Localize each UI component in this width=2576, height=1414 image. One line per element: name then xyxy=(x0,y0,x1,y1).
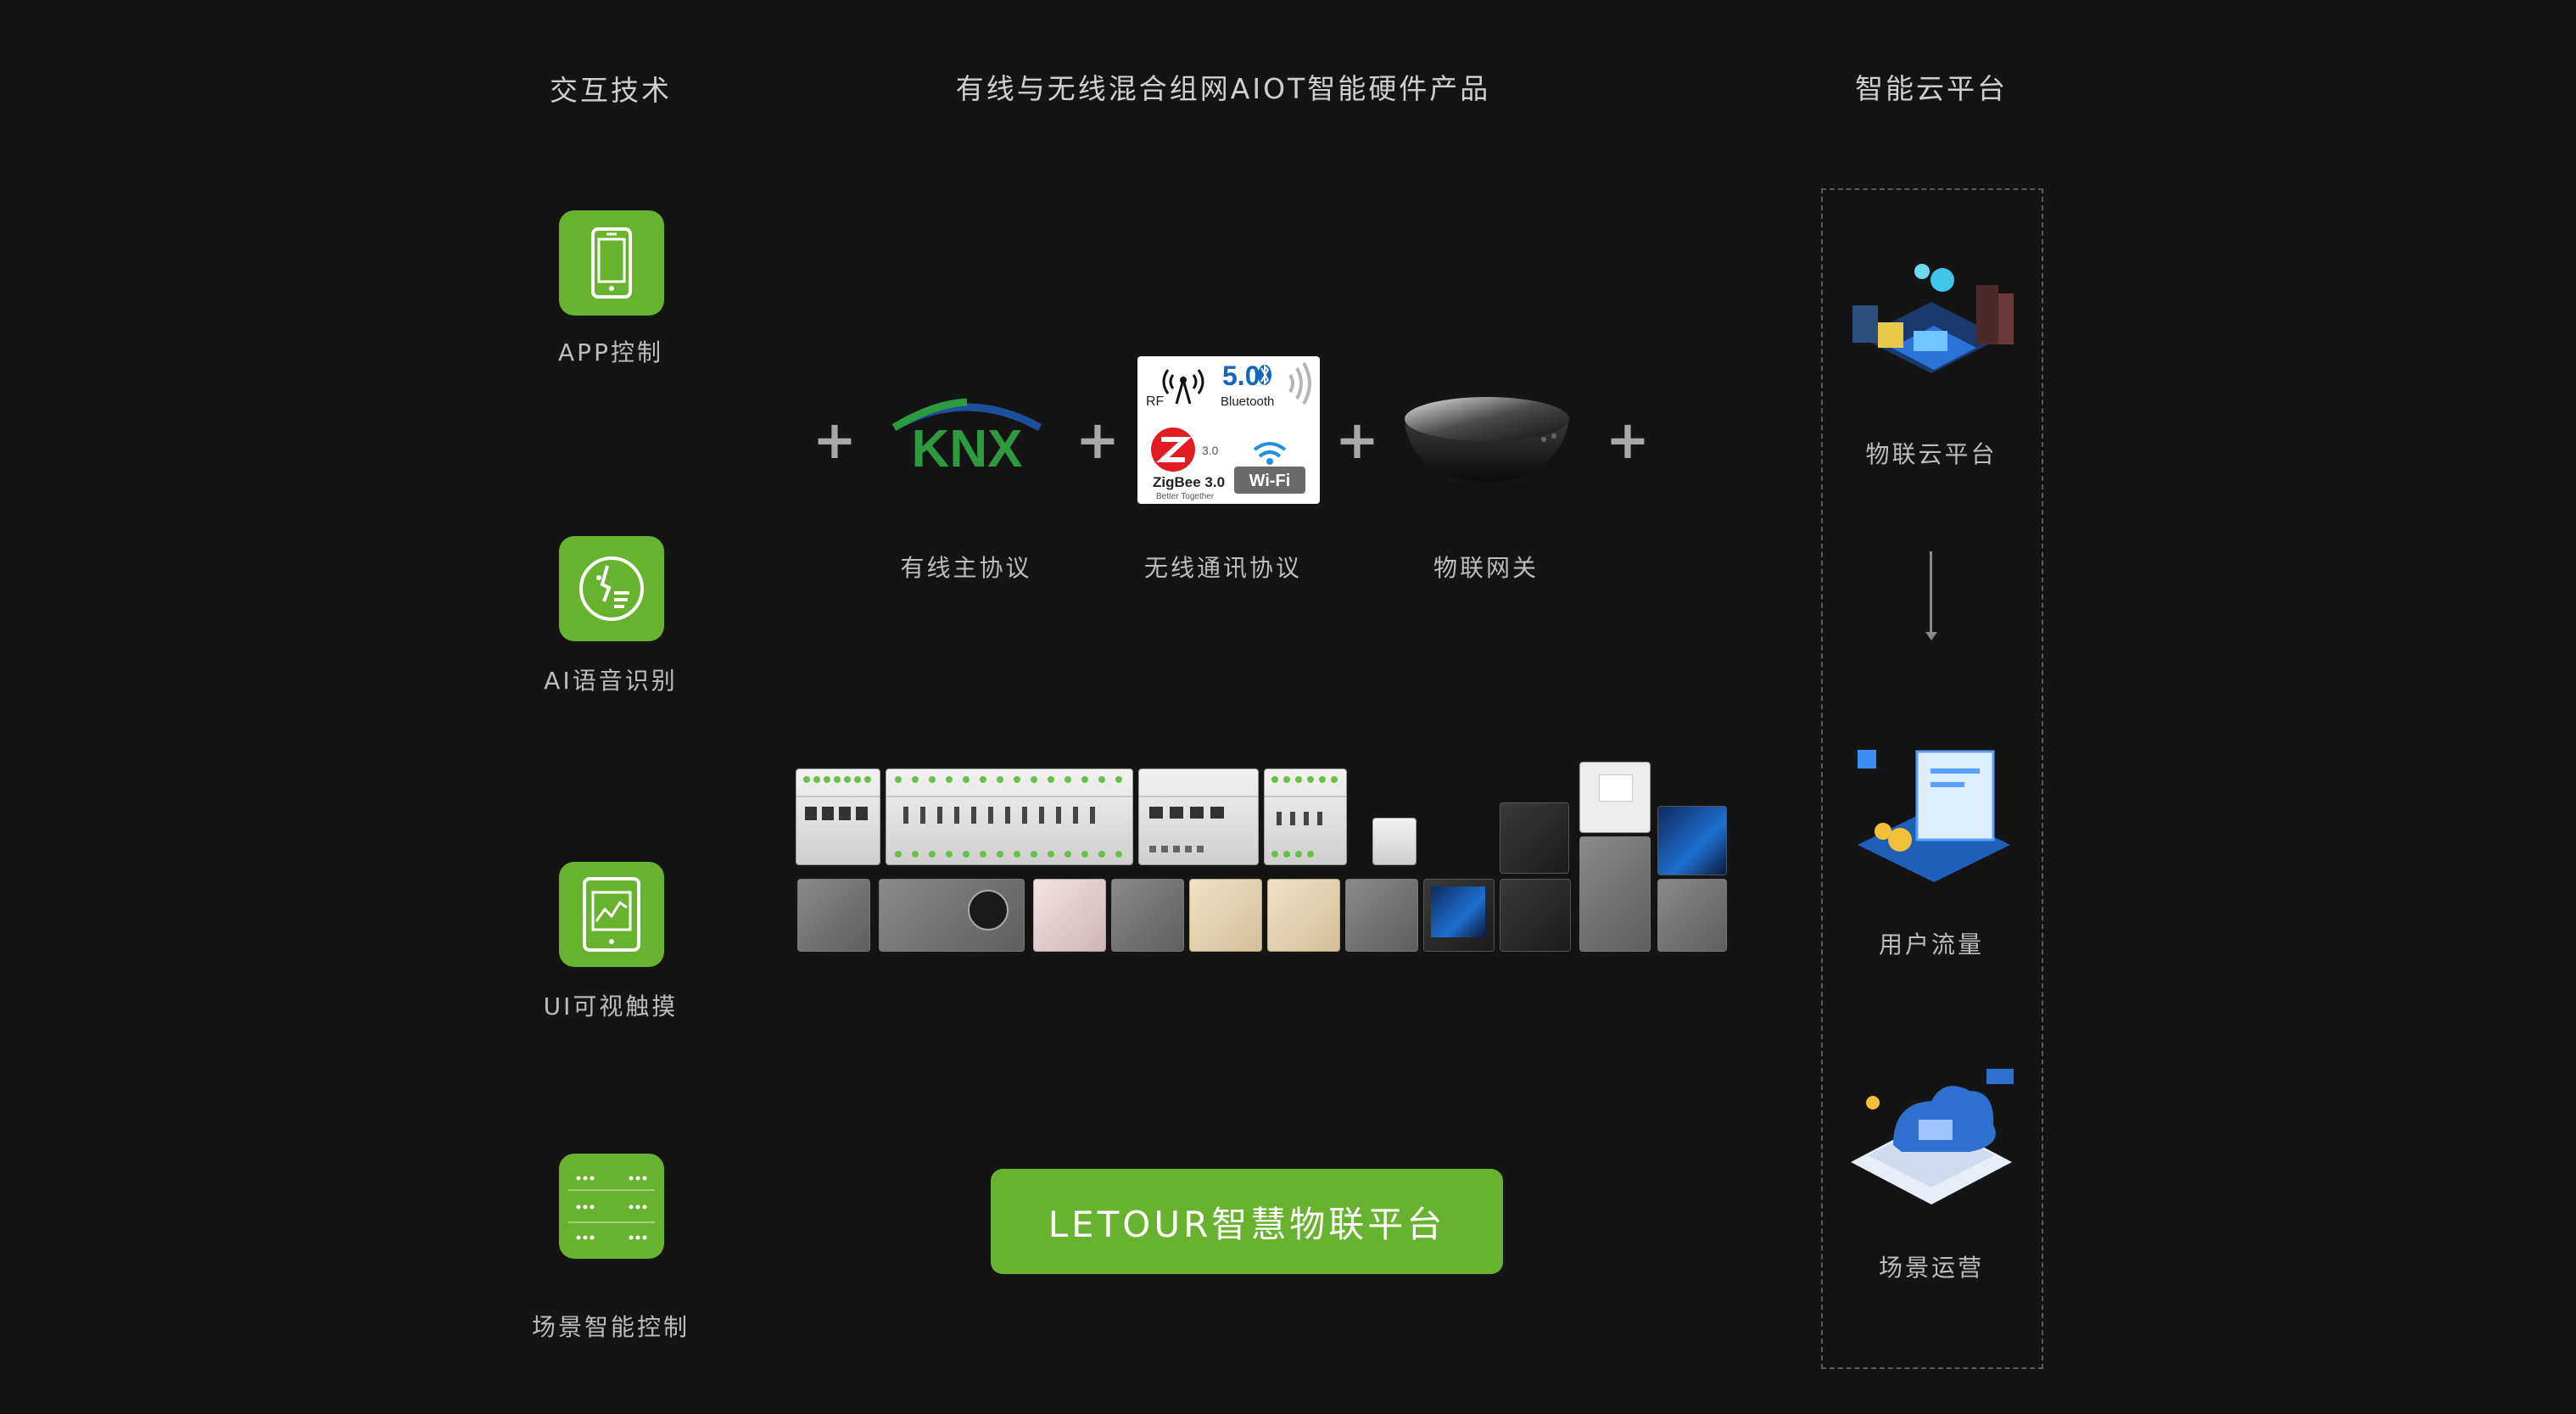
iot-cloud-icon xyxy=(1841,246,2022,402)
plus-sign-4: + xyxy=(1606,409,1650,471)
scene-control-item xyxy=(559,1154,664,1259)
wifi-icon xyxy=(1253,442,1287,458)
arrow-down-icon xyxy=(1930,551,1932,636)
thermostat-panel xyxy=(1579,762,1651,833)
voice-label: AI语音识别 xyxy=(544,667,678,695)
scene-operation-icon xyxy=(1842,1052,2020,1216)
switch-panel xyxy=(1033,879,1106,952)
knx-logo-text: KNX xyxy=(912,420,1023,477)
app-control-label: APP控制 xyxy=(558,338,663,366)
signal-waves-icon xyxy=(1288,361,1311,405)
hardware-products-image xyxy=(794,762,1729,952)
knx-module xyxy=(886,768,1133,865)
scene-operation-label: 场景运营 xyxy=(1878,1254,1985,1282)
small-sensor-module xyxy=(1372,818,1417,865)
wireless-protocols-card: RF 5.0 Bluetooth 3.0 ZigBee 3.0 Better T… xyxy=(1137,356,1320,504)
ui-touch-item xyxy=(559,862,664,967)
gateway-device-image xyxy=(1398,390,1576,495)
knx-module xyxy=(796,768,880,865)
hardware-heading: 有线与无线混合组网AIOT智能硬件产品 xyxy=(955,72,1491,105)
wireless-protocol-label: 无线通讯协议 xyxy=(1143,554,1303,582)
antenna-icon xyxy=(1162,369,1204,405)
cloud-platform-frame xyxy=(1821,188,2043,1369)
zigbee-version: 3.0 xyxy=(1202,444,1219,457)
knx-logo: KNX xyxy=(882,392,1052,480)
interaction-heading: 交互技术 xyxy=(550,74,672,107)
arrow-head xyxy=(1925,632,1937,640)
thermostat-panel xyxy=(1500,879,1571,952)
iot-cloud-label: 物联云平台 xyxy=(1865,440,1998,468)
user-traffic-icon xyxy=(1849,738,2019,894)
switch-panel xyxy=(1267,879,1340,952)
voice-item xyxy=(559,536,664,641)
tablet-chart-icon xyxy=(559,862,664,967)
touch-screen-panel xyxy=(1423,879,1495,952)
switch-panel xyxy=(879,879,1025,952)
thermostat-panel xyxy=(1500,802,1569,874)
plus-sign-1: + xyxy=(813,409,857,471)
letour-platform-button[interactable]: LETOUR智慧物联平台 xyxy=(991,1169,1503,1274)
wifi-text: Wi-Fi xyxy=(1249,472,1291,490)
zigbee-name: ZigBee 3.0 xyxy=(1153,474,1225,490)
zigbee-icon xyxy=(1151,428,1195,472)
scene-control-label: 场景智能控制 xyxy=(531,1313,690,1341)
cloud-heading: 智能云平台 xyxy=(1855,72,2008,105)
rf-text: RF xyxy=(1146,394,1165,409)
voice-face-icon xyxy=(559,536,664,641)
gateway-label: 物联网关 xyxy=(1433,554,1539,582)
plus-sign-3: + xyxy=(1335,409,1379,471)
switch-panel xyxy=(797,879,870,952)
app-control-item xyxy=(559,210,664,316)
knx-module xyxy=(1138,768,1259,865)
smartphone-icon xyxy=(559,210,664,316)
bluetooth-icon xyxy=(1258,364,1271,386)
thermostat-panel xyxy=(1579,836,1651,952)
wired-protocol-label: 有线主协议 xyxy=(900,554,1032,582)
switch-panel xyxy=(1657,879,1727,952)
touch-screen-panel xyxy=(1657,806,1727,875)
bluetooth-name: Bluetooth xyxy=(1221,394,1274,409)
knx-module xyxy=(1264,768,1347,865)
switch-panel xyxy=(1111,879,1184,952)
user-traffic-label: 用户流量 xyxy=(1878,931,1985,959)
switch-panel xyxy=(1345,879,1418,952)
plus-sign-2: + xyxy=(1076,409,1120,471)
zigbee-tagline: Better Together xyxy=(1156,492,1215,501)
ui-touch-label: UI可视触摸 xyxy=(543,992,679,1020)
bluetooth-version: 5.0 xyxy=(1222,360,1260,391)
switch-panel xyxy=(1189,879,1262,952)
scene-grid-icon xyxy=(559,1154,664,1259)
